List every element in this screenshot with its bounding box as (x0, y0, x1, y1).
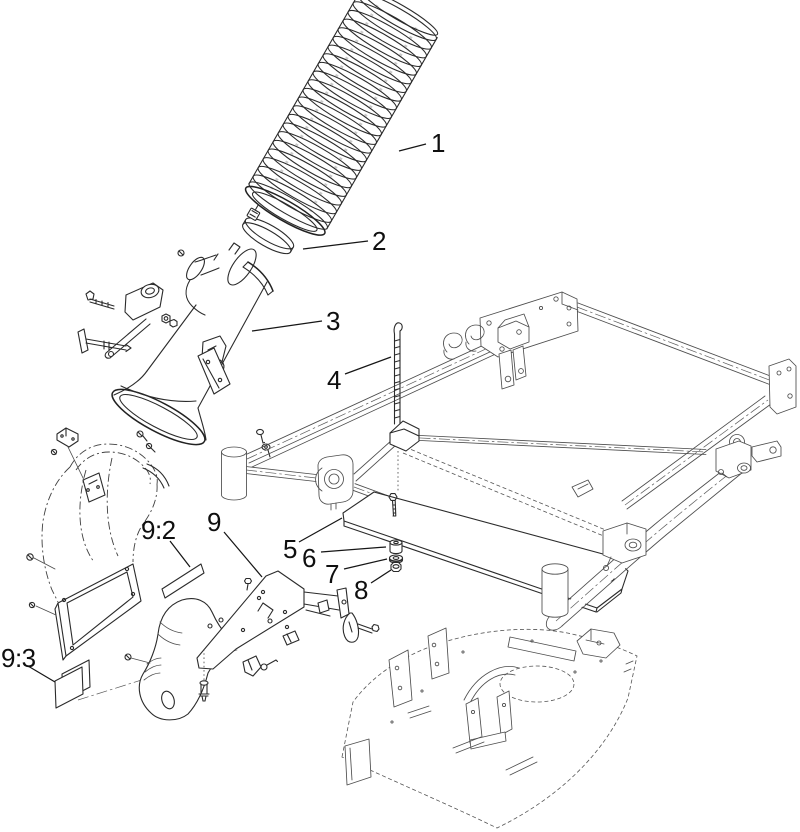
leader-line-7 (343, 558, 388, 570)
blower-tube-part (111, 242, 274, 446)
leader-line-3 (251, 320, 323, 332)
callout-5: 5 (283, 534, 297, 564)
leader-line-5 (298, 517, 343, 543)
flex-hose-part (244, 0, 439, 236)
callout-labels: 1 2 3 4 5 6 7 8 9 9:2 9:3 (1, 128, 446, 673)
callout-4: 4 (327, 365, 341, 395)
arm-assembly-part (77, 570, 380, 721)
callout-9-2: 9:2 (141, 515, 176, 545)
discharge-chute-reference (26, 427, 170, 661)
decal-9-2 (161, 563, 205, 599)
frame-right-reference (541, 358, 797, 631)
callout-8: 8 (354, 575, 368, 605)
decal-9-3 (54, 659, 91, 709)
leader-line-1 (398, 143, 427, 152)
callout-7: 7 (325, 559, 339, 589)
spacer-washer-nut-parts (388, 539, 404, 573)
leader-line-9-2 (169, 540, 191, 568)
callout-6: 6 (302, 543, 316, 573)
leader-line-6 (320, 546, 387, 553)
leader-lines (27, 143, 427, 683)
callout-9-3: 9:3 (1, 643, 36, 673)
leader-line-9-3 (27, 665, 56, 683)
tube-latch-assembly (77, 282, 271, 458)
leader-line-2 (302, 240, 369, 250)
mower-deck-reference (341, 627, 638, 829)
leader-line-8 (370, 569, 392, 584)
hose-clamp-part (242, 203, 295, 255)
frame-reference (221, 291, 774, 559)
callout-1: 1 (431, 128, 445, 158)
rod-bracket (389, 420, 420, 452)
support-rod-part (389, 322, 420, 492)
leader-line-4 (344, 356, 392, 375)
callout-2: 2 (372, 226, 386, 256)
callout-9: 9 (207, 507, 221, 537)
callout-3: 3 (326, 306, 340, 336)
leader-line-9 (223, 531, 263, 578)
